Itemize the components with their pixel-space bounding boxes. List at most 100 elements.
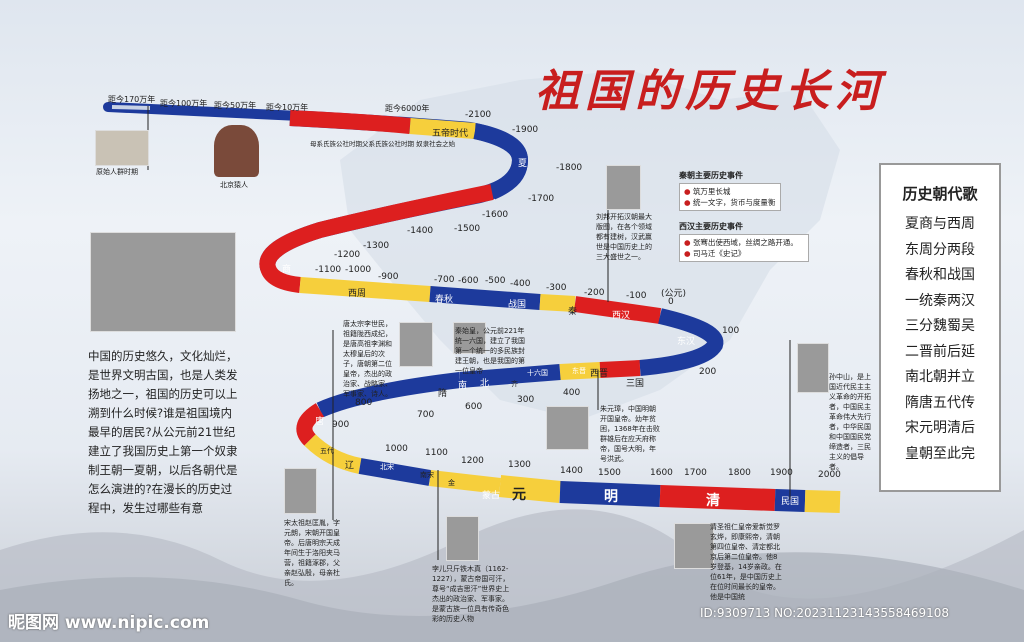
- dynasty-song-line: 夏商与西周: [905, 216, 975, 232]
- dynasty-song-line: 东周分两段: [905, 241, 975, 258]
- tick-p1100: 1100: [425, 448, 448, 458]
- zhaokuangyin-image: [284, 468, 317, 514]
- tick-n1900: -1900: [512, 125, 539, 135]
- tick-p1900: 1900: [770, 468, 793, 478]
- note-zhaokuangyin: 宋太祖赵匡胤，字元朗，宋朝开国皇帝。后唐明宗天成年间生于洛阳夹马营，祖籍涿郡，父…: [284, 519, 340, 587]
- xihan-events-title: 西汉主要历史事件: [679, 222, 743, 231]
- dynasty-qing: 清: [706, 493, 720, 509]
- river-segment-modern: [804, 490, 841, 513]
- tick-n1800: -1800: [556, 163, 583, 173]
- primitive-label: 原始人群时期: [96, 168, 138, 176]
- label-170-million: 距今170万年: [108, 95, 156, 104]
- tick-p300: 300: [517, 395, 535, 405]
- qin-events-title: 秦朝主要历史事件: [679, 171, 743, 180]
- river-segment-tang: [296, 403, 325, 446]
- tick-p200: 200: [699, 367, 717, 377]
- river-segment-song: [358, 458, 432, 486]
- dynasty-xizhou: 西周: [348, 289, 367, 299]
- dynasty-chunqiu: 春秋: [435, 295, 454, 305]
- tick-n1600: -1600: [482, 210, 509, 220]
- sunzhongshan-image: [797, 343, 829, 393]
- dynasty-song-line: 皇朝至此完: [905, 445, 975, 462]
- tick-n1000: -1000: [345, 265, 372, 275]
- dynasty-wudi: 五帝时代: [432, 129, 469, 139]
- tick-n600: -600: [458, 276, 479, 286]
- dynasty-xijin: 西晋: [590, 369, 609, 379]
- dynasty-mengu: 蒙古: [482, 491, 501, 501]
- river-segment-xijin: [559, 362, 601, 380]
- dynasty-dongjin: 东晋: [572, 367, 586, 375]
- river-segment-qing: [659, 485, 776, 511]
- dynasty-xihan: 西汉: [612, 311, 631, 321]
- dynasty-xia: 夏: [518, 159, 528, 169]
- tick-p700: 700: [417, 410, 435, 420]
- peking-man-image: [214, 125, 259, 177]
- genghis-image: [446, 516, 479, 561]
- note-genghis: 孛儿只斤铁木真（1162-1227），蒙古帝国可汗，尊号“成吉思汗”世界史上杰出…: [432, 565, 510, 623]
- river-segment-qin: [539, 294, 576, 312]
- label-10-million: 距今10万年: [266, 103, 309, 112]
- liubang-image: [606, 165, 641, 210]
- dynasty-song-line: 隋唐五代传: [905, 394, 975, 411]
- river-segment-minguo: [774, 489, 806, 512]
- zhuyuanzhang-image: [546, 406, 589, 450]
- dynasty-song-line: 南北朝并立: [905, 369, 975, 385]
- tick-p2000: 2000: [818, 470, 841, 480]
- river-segment-shang: [259, 184, 494, 293]
- dynasty-liao: 辽: [345, 461, 355, 471]
- qinshihuang-image: [453, 322, 486, 354]
- note-liubang: 刘邦开拓汉朝最大版图，在各个领域都有建树，汉武赢世是中国历史上的三大盛世之一。: [596, 213, 652, 261]
- tick-p1000: 1000: [385, 444, 408, 454]
- dynasty-donghan: 东汉: [677, 337, 696, 347]
- intro-text: 中国的历史悠久，文化灿烂，是世界文明古国，也是人类发扬地之一，祖国的历史可以上溯…: [88, 349, 238, 515]
- river-segment-xia: [473, 123, 529, 200]
- dynasty-song-panel: 历史朝代歌 夏商与西周 东周分两段 春秋和战国 一统秦两汉 三分魏蜀吴 二晋前后…: [879, 163, 1001, 492]
- tang-image: [399, 322, 433, 367]
- dynasty-minguo: 民国: [781, 497, 800, 507]
- dynasty-shang: 商: [282, 265, 292, 275]
- intro-image: [90, 232, 236, 332]
- tick-n400: -400: [510, 279, 531, 289]
- dynasty-nansong: 南宋: [420, 471, 434, 479]
- note-zhuyuanzhang: 朱元璋，中国明朝开国皇帝。幼年贫困，1368年在击败群雄后在应天府称帝，国号大明…: [600, 405, 660, 463]
- dynasty-nan: 南: [458, 381, 468, 391]
- note-qinshihuang: 秦始皇，公元前221年统一六国，建立了我国第一个统一的多民族封建王朝，也是我国的…: [455, 327, 525, 375]
- xihan-events-box: ● 张骞出使西域，丝绸之路开通。 ● 司马迁《史记》: [679, 234, 809, 262]
- tick-n1200: -1200: [334, 250, 361, 260]
- label-50-million: 距今50万年: [214, 101, 257, 110]
- river-segment-chunqiu-zhanguo: [429, 286, 541, 310]
- dynasty-song-title: 历史朝代歌: [902, 185, 978, 203]
- river-segment-yuan-start: [429, 470, 501, 494]
- peking-man-label: 北京猿人: [220, 181, 248, 189]
- river-segment-xihan: [573, 296, 662, 324]
- tick-n900: -900: [378, 272, 399, 282]
- society-label: 母系氏族公社时期父系氏族公社时期 奴隶社会之始: [310, 140, 456, 148]
- dynasty-qin: 秦: [568, 307, 578, 317]
- dynasty-sanguo: 三国: [626, 379, 645, 389]
- note-yongzheng: 清圣祖仁皇帝爱新觉罗玄烨，即康熙帝，清朝第四位皇帝、清定都北京后第二位皇帝。他8…: [710, 523, 782, 601]
- dynasty-qi: 齐: [511, 380, 518, 388]
- river-segment-wudi: [409, 118, 476, 139]
- tick-gongyuan: (公元): [661, 289, 687, 299]
- label-6000-years: 距今6000年: [385, 104, 430, 113]
- tick-p600: 600: [465, 402, 483, 412]
- river-segment-yuan: [498, 475, 562, 503]
- qin-event-1: 筑万里长城: [692, 187, 731, 196]
- site-watermark: 昵图网 www.nipic.com: [8, 613, 210, 633]
- tick-n200: -200: [584, 288, 605, 298]
- tick-n100: -100: [626, 291, 647, 301]
- evolution-image: [95, 130, 149, 166]
- dynasty-sui: 隋: [438, 389, 448, 399]
- dynasty-zhanguo: 战国: [508, 300, 527, 310]
- river-segment-donghan: [639, 308, 724, 376]
- tick-p0: 0: [668, 297, 674, 307]
- xihan-event-2: 司马迁《史记》: [692, 249, 746, 258]
- tick-p1600: 1600: [650, 468, 673, 478]
- tick-n1700: -1700: [528, 194, 555, 204]
- tick-p900: 900: [332, 420, 350, 430]
- xihan-event-1: 张骞出使西域，丝绸之路开通。: [692, 238, 798, 247]
- dynasty-song-line: 三分魏蜀吴: [905, 318, 975, 334]
- note-tang: 唐太宗李世民，祖籍陇西成纪，是唐高祖李渊和太穆皇后的次子，唐朝第二位皇帝，杰出的…: [343, 320, 392, 398]
- dynasty-bei: 北: [480, 379, 490, 389]
- dynasty-jin: 金: [448, 479, 455, 487]
